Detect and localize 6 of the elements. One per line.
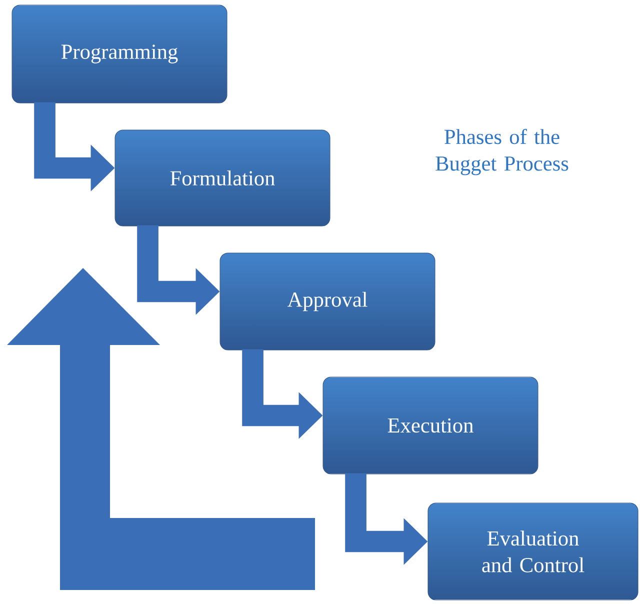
process-box: Formulation (114, 130, 330, 226)
process-box: Programming (12, 4, 228, 104)
title: Phases of the Bugget Process (436, 128, 568, 176)
process-box: Approval (220, 252, 436, 350)
process-box: Execution (322, 376, 538, 474)
process-box: Evaluation and Control (428, 502, 638, 600)
